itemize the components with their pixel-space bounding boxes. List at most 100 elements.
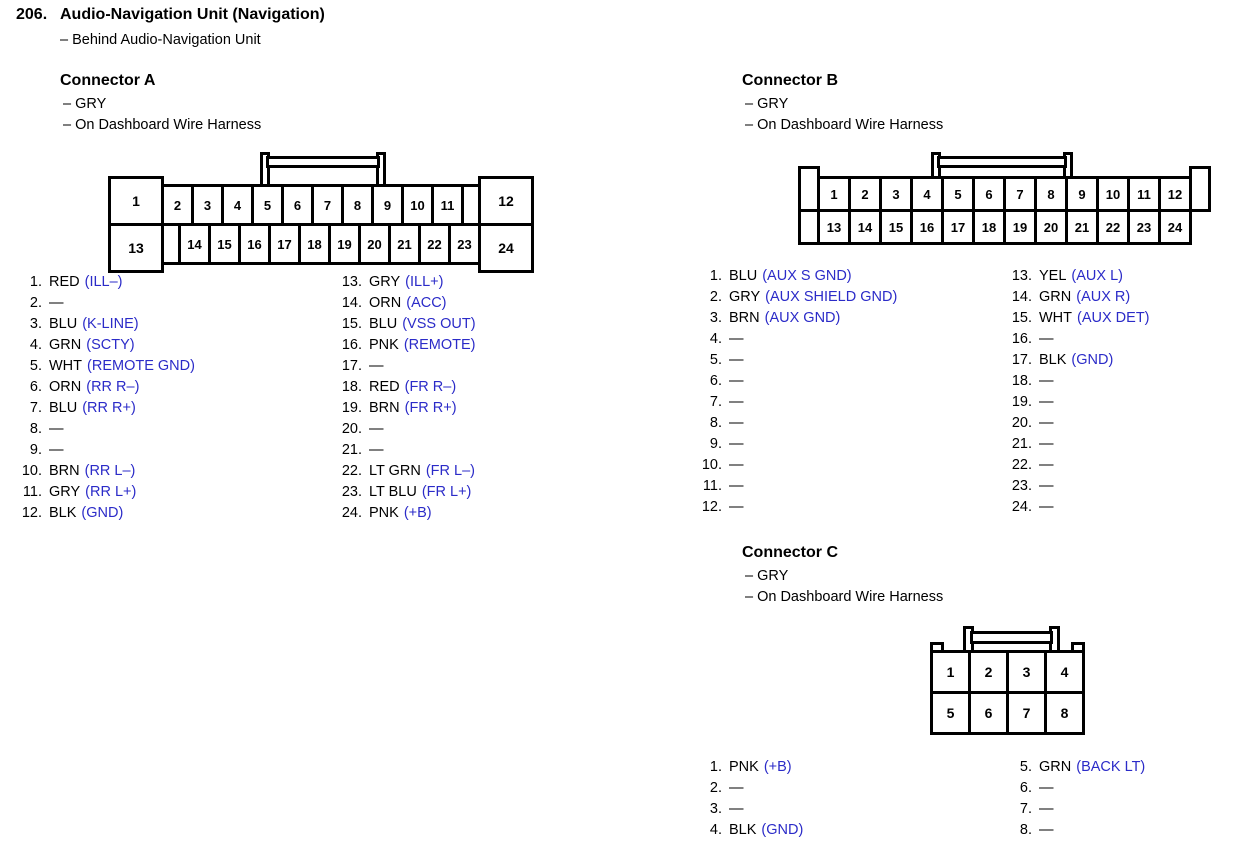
pin-cell-5: 5: [251, 184, 284, 226]
page-title: 206. Audio-Navigation Unit (Navigation): [16, 6, 325, 24]
pin-wire-color: ORN: [49, 379, 82, 395]
pin-wire-color: —: [369, 358, 384, 374]
pin-number: 3.: [709, 310, 722, 326]
pin-wire-color: —: [729, 331, 744, 347]
pin-signal-name: (GND): [761, 822, 804, 838]
pin-row: 13.YEL(AUX L): [1006, 268, 1150, 289]
pin-row: 12.BLK(GND): [16, 505, 195, 526]
pin-row: 1.BLU(AUX S GND): [696, 268, 897, 289]
pin-number: 5.: [1019, 759, 1032, 775]
pin-number: 20.: [1011, 415, 1032, 431]
pin-row: 8.—: [1006, 822, 1145, 843]
pin-row: 15.BLU(VSS OUT): [336, 316, 476, 337]
pin-wire-color: ORN: [369, 295, 402, 311]
pin-row: 16.PNK(REMOTE): [336, 337, 476, 358]
connector-c-pinlist-left: 1.PNK(+B)2.—3.—4.BLK(GND): [696, 759, 803, 843]
pin-row: 9.—: [16, 442, 195, 463]
section-number: 206.: [16, 6, 48, 23]
pin-number: 20.: [341, 421, 362, 437]
pin-row: 7.—: [1006, 801, 1145, 822]
connector-b-pinlist-right: 13.YEL(AUX L)14.GRN(AUX R)15.WHT(AUX DET…: [1006, 268, 1150, 520]
pin-signal-name: (BACK LT): [1076, 759, 1146, 775]
latch-bar: [266, 156, 380, 168]
pin-cell-4: 4: [1044, 650, 1085, 694]
pin-cell-8: 8: [1044, 691, 1085, 735]
pin-wire-color: LT GRN: [369, 463, 421, 479]
pin-row: 20. —: [336, 421, 476, 442]
pin-row: 1.PNK(+B): [696, 759, 803, 780]
pin-cell-12: 12: [1158, 176, 1192, 212]
pin-wire-color: YEL: [1039, 268, 1067, 284]
connector-a-pinlist-left: 1.RED(ILL–)2.—3.BLU(K-LINE)4.GRN(SCTY)5.…: [16, 274, 195, 526]
pin-number: 6.: [1019, 780, 1032, 796]
pin-number: 14.: [1011, 289, 1032, 305]
pin-row: 14.GRN(AUX R): [1006, 289, 1150, 310]
pin-wire-color: —: [729, 373, 744, 389]
pin-signal-name: (AUX L): [1071, 268, 1123, 284]
pin-wire-color: —: [729, 457, 744, 473]
latch-bar: [970, 631, 1053, 644]
pin-number: 8.: [1019, 822, 1032, 838]
pin-number: 23.: [341, 484, 362, 500]
pin-cell-17: 17: [941, 209, 975, 245]
pin-cell-20: 20: [1034, 209, 1068, 245]
pin-cell-24: 24: [478, 223, 534, 273]
pin-row: 6.—: [1006, 780, 1145, 801]
pin-row: 11.GRY(RR L+): [16, 484, 195, 505]
pin-number: 16.: [341, 337, 362, 353]
pin-wire-color: —: [1039, 331, 1054, 347]
pin-row: 24.PNK(+B): [336, 505, 476, 526]
pin-signal-name: (FR L–): [425, 463, 475, 479]
pin-wire-color: BRN: [729, 310, 760, 326]
pin-wire-color: GRY: [49, 484, 81, 500]
pin-number: 2.: [29, 295, 42, 311]
pin-cell-5: 5: [941, 176, 975, 212]
pin-wire-color: —: [369, 421, 384, 437]
pin-cell-17: 17: [268, 223, 301, 265]
pin-cell-22: 22: [1096, 209, 1130, 245]
connector-b-heading: Connector B – GRY – On Dashboard Wire Ha…: [742, 72, 943, 136]
pin-cell-14: 14: [178, 223, 211, 265]
pin-number: 4.: [709, 331, 722, 347]
pin-number: 6.: [709, 373, 722, 389]
pin-signal-name: (ACC): [406, 295, 447, 311]
pin-wire-color: —: [1039, 373, 1054, 389]
pin-row: 2. —: [16, 295, 195, 316]
pin-wire-color: BLU: [369, 316, 398, 332]
pin-wire-color: WHT: [1039, 310, 1073, 326]
pin-row: 3.—: [696, 801, 803, 822]
latch-bar: [937, 156, 1067, 168]
pin-cell-7: 7: [1006, 691, 1047, 735]
pin-wire-color: —: [729, 415, 744, 431]
pin-number: 17.: [1011, 352, 1032, 368]
connector-b-harness: – On Dashboard Wire Harness: [745, 117, 944, 133]
pin-row: 4.GRN(SCTY): [16, 337, 195, 358]
pin-signal-name: (RR R–): [86, 379, 140, 395]
pin-number: 7.: [709, 394, 722, 410]
pin-signal-name: (SCTY): [86, 337, 135, 353]
pin-wire-color: LT BLU: [369, 484, 417, 500]
pin-wire-color: —: [49, 295, 64, 311]
pin-wire-color: —: [729, 780, 744, 796]
pin-row: 10.—: [696, 457, 897, 478]
pin-number: 4.: [29, 337, 42, 353]
pin-wire-color: BRN: [49, 463, 80, 479]
pin-row: 17.BLK(GND): [1006, 352, 1150, 373]
pin-number: 11.: [702, 478, 722, 494]
pin-row: 23.LT BLU(FR L+): [336, 484, 476, 505]
pin-cell-1: 1: [930, 650, 971, 694]
pin-wire-color: —: [1039, 478, 1054, 494]
pin-row: 12.—: [696, 499, 897, 520]
pin-number: 6.: [29, 379, 42, 395]
section-title: Audio-Navigation Unit (Navigation): [60, 6, 325, 23]
pin-cell-9: 9: [371, 184, 404, 226]
pin-signal-name: (K-LINE): [82, 316, 139, 332]
connector-a-title: Connector A: [60, 72, 156, 89]
pin-row: 23.—: [1006, 478, 1150, 499]
pin-signal-name: (REMOTE): [403, 337, 476, 353]
pin-row: 4.BLK(GND): [696, 822, 803, 843]
pin-cell-4: 4: [910, 176, 944, 212]
pin-number: 16.: [1011, 331, 1032, 347]
pin-number: 5.: [709, 352, 722, 368]
shell-right-notch: [1189, 166, 1211, 212]
